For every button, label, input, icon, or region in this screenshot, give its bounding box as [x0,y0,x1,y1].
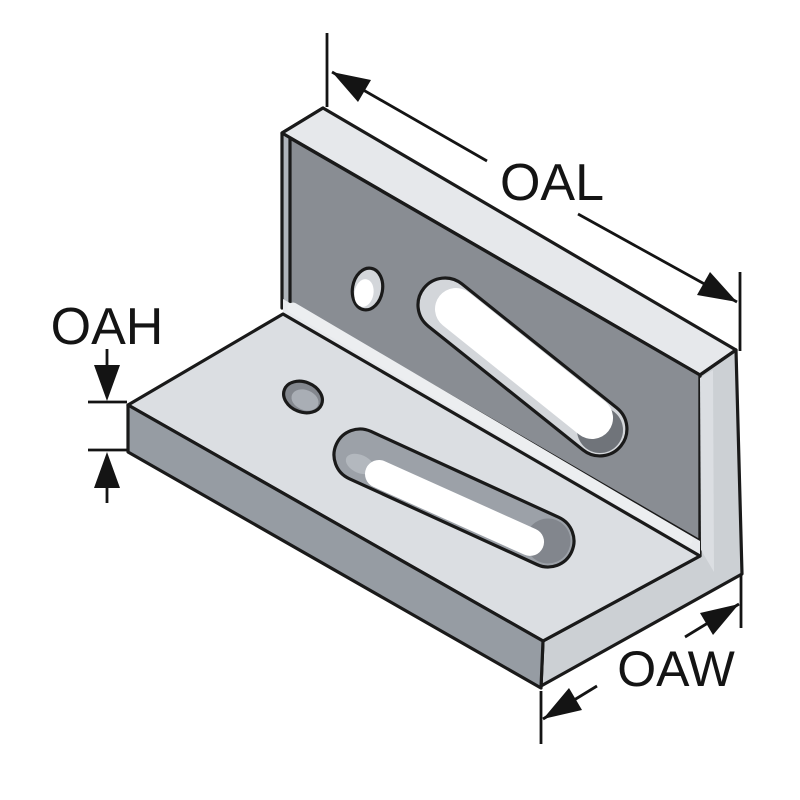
oal-arrowhead-left-icon [332,72,371,102]
oaw-dimension [539,574,743,744]
oal-label: OAL [500,154,604,212]
flange-slot [416,276,629,458]
bracket-body [126,106,744,690]
base-hole-interior [291,389,319,411]
base-slot [332,427,576,569]
right-end-highlight [700,370,714,572]
oah-label: OAH [51,298,164,356]
oaw-label: OAW [617,641,735,697]
base-front-face [126,403,545,690]
oaw-arrowhead-right-icon [700,604,739,635]
base-round-hole [282,379,324,415]
base-slot-opening [364,460,545,556]
oah-dimension [88,349,127,503]
oaw-arrowhead-left-icon [543,688,582,719]
bend-fillet-highlight [287,302,693,546]
flange-hole-opening [354,279,374,307]
flange-slot-opening [435,288,614,439]
oah-arrowhead-up-icon [94,452,120,488]
oal-arrowhead-right-icon [697,272,737,302]
flange-round-hole [350,266,385,312]
oal-dimension [325,33,742,351]
oah-arrowhead-down-icon [94,365,120,401]
